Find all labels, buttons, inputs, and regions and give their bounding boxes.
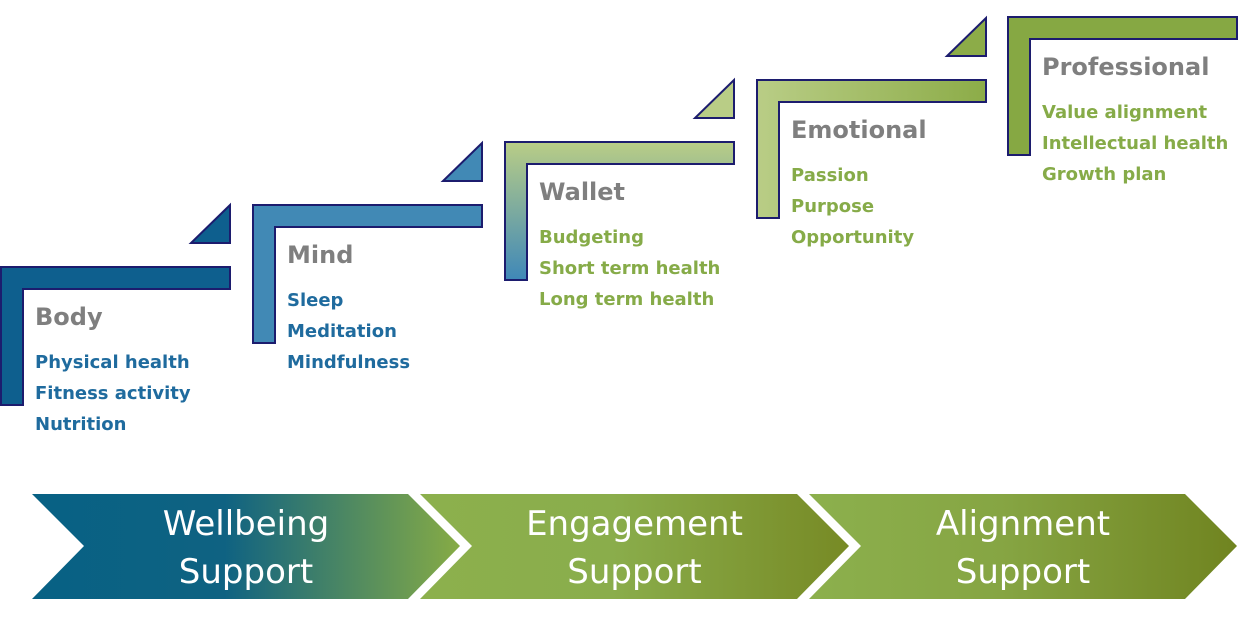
- step-item: Sleep: [287, 290, 344, 311]
- step-item: Physical health: [35, 352, 190, 373]
- chevron-label-line2: Support: [956, 552, 1090, 592]
- step-item: Purpose: [791, 196, 874, 217]
- step-item: Passion: [791, 165, 869, 186]
- step-bracket-shape: [1007, 16, 1238, 156]
- step-item: Mindfulness: [287, 352, 410, 373]
- step-title: Mind: [287, 241, 353, 269]
- chevron-label-line1: Engagement: [526, 504, 743, 544]
- step-triangle-marker: [692, 77, 735, 119]
- step-title: Wallet: [539, 178, 625, 206]
- chevron-label-line1: Wellbeing: [163, 504, 330, 544]
- step-item: Meditation: [287, 321, 397, 342]
- step-item: Budgeting: [539, 227, 644, 248]
- chevron-label-line1: Alignment: [936, 504, 1110, 544]
- chevron-arrow-shape: [32, 494, 460, 599]
- chevrons-layer: WellbeingSupportEngagementSupportAlignme…: [32, 494, 1237, 599]
- step-title: Emotional: [791, 116, 927, 144]
- step-bracket-shape: [0, 266, 231, 406]
- step-item: Opportunity: [791, 227, 914, 248]
- step-triangle-marker: [944, 15, 987, 57]
- step-item: Long term health: [539, 289, 714, 310]
- chevron-arrow-shape: [809, 494, 1237, 599]
- chevron-label-line2: Support: [179, 552, 313, 592]
- step-item: Nutrition: [35, 414, 127, 435]
- step-bracket-shape: [504, 141, 735, 281]
- step-item: Fitness activity: [35, 383, 191, 404]
- step-item: Short term health: [539, 258, 720, 279]
- step-title: Body: [35, 303, 103, 331]
- step-triangle-marker: [440, 140, 483, 182]
- step-title: Professional: [1042, 53, 1209, 81]
- step-item: Intellectual health: [1042, 133, 1228, 154]
- step-item: Value alignment: [1042, 102, 1208, 123]
- step-bracket-shape: [756, 79, 987, 219]
- step-bracket-shape: [252, 204, 483, 344]
- chevron-arrow-shape: [420, 494, 849, 599]
- step-item: Growth plan: [1042, 164, 1166, 185]
- chevron-label-line2: Support: [567, 552, 701, 592]
- step-triangle-marker: [188, 202, 231, 244]
